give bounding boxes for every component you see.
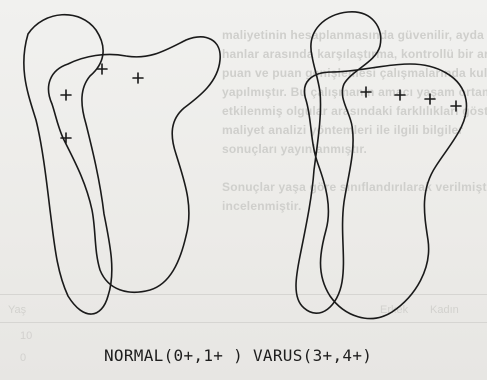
plus-marker bbox=[451, 101, 461, 111]
plus-marker bbox=[61, 133, 71, 143]
plus-marker bbox=[61, 90, 71, 100]
normal-footprint-outline-2 bbox=[49, 37, 221, 292]
plus-marker bbox=[395, 90, 405, 100]
plus-marker bbox=[361, 87, 371, 97]
varus-footprint-outline-2 bbox=[304, 64, 466, 319]
figure-caption: NORMAL(0+,1+ ) VARUS(3+,4+) bbox=[104, 346, 372, 365]
varus-footprint-outline-1 bbox=[296, 12, 381, 313]
plus-marker bbox=[425, 94, 435, 104]
plus-marker bbox=[133, 73, 143, 83]
normal-footprint-outline-1 bbox=[24, 15, 112, 314]
